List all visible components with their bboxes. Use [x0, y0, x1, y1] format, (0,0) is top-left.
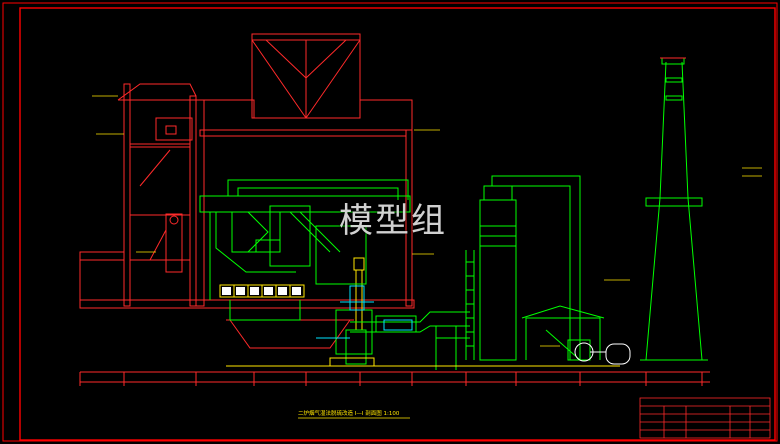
absorber-tower-icon	[465, 175, 605, 361]
boiler-burner-row	[219, 257, 365, 330]
watermark-text: 模型组	[339, 201, 447, 241]
drawing-caption: 二炉烟气湿法脱硫改造 I—I 剖面图 1:100	[298, 409, 400, 417]
ground-line	[79, 371, 710, 386]
boiler-frame-icon	[79, 33, 415, 349]
chimney-icon	[640, 57, 708, 361]
annotation-marks	[92, 95, 762, 347]
floor-ground-yellow	[226, 357, 620, 367]
water-pipe-lines	[316, 285, 413, 339]
fan-icon	[574, 342, 631, 365]
burner-nozzles	[222, 287, 301, 295]
title-block	[639, 397, 771, 439]
